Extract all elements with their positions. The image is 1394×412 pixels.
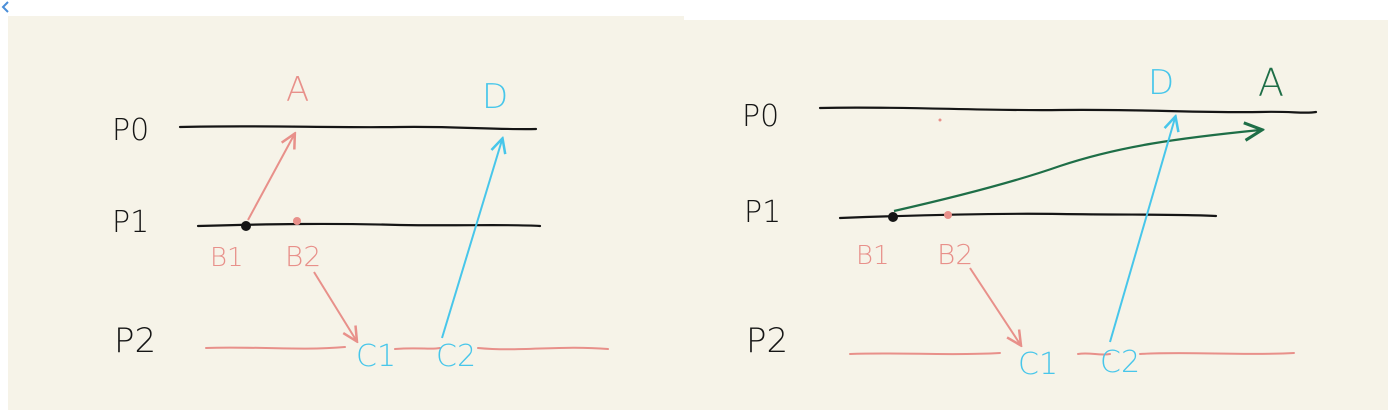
left-p1-timeline <box>196 222 542 228</box>
right-process-label-p2: P2 <box>746 321 788 361</box>
right-message-b1-to-a <box>893 130 1260 213</box>
right-message-b2-to-c1 <box>969 267 1020 344</box>
right-event-label-b1: B1 <box>856 241 890 271</box>
right-event-label-d: D <box>1148 63 1174 103</box>
right-event-label-c1: C1 <box>1018 347 1058 382</box>
left-event-label-c2: C2 <box>436 339 476 374</box>
right-event-b2-dot <box>944 211 952 219</box>
left-diagram: P0 P1 P2 A D B1 B2 C1 C2 <box>112 70 609 374</box>
left-p2-timeline <box>205 346 609 351</box>
right-message-c2-to-d <box>1109 118 1175 343</box>
right-event-b1-dot <box>888 212 898 222</box>
right-p1-timeline <box>838 212 1218 220</box>
right-p0-timeline <box>818 106 1318 114</box>
left-process-label-p1: P1 <box>112 205 149 240</box>
left-message-b1-to-a <box>247 135 294 221</box>
left-event-label-a: A <box>286 70 309 110</box>
left-message-b2-to-c1 <box>313 271 356 340</box>
left-process-label-p2: P2 <box>114 321 156 361</box>
right-event-label-b2: B2 <box>937 238 973 271</box>
left-p0-timeline <box>178 125 538 131</box>
left-process-label-p0: P0 <box>112 113 149 148</box>
left-event-label-b1: B1 <box>210 243 244 273</box>
left-event-label-b2: B2 <box>285 240 321 273</box>
left-event-label-d: D <box>482 77 508 117</box>
right-diagram: P0 P1 P2 D A B1 B2 C1 C2 <box>742 61 1318 382</box>
right-process-label-p1: P1 <box>744 195 781 230</box>
left-event-label-c1: C1 <box>356 339 396 374</box>
left-diagram-panel <box>8 16 684 410</box>
left-event-b2-dot <box>293 217 301 225</box>
right-event-label-a: A <box>1258 61 1284 105</box>
right-event-label-c2: C2 <box>1100 345 1140 380</box>
right-process-label-p0: P0 <box>742 99 779 134</box>
left-event-b1-dot <box>241 221 251 231</box>
left-message-c2-to-d <box>441 140 502 339</box>
right-p0-stray-mark <box>938 118 942 122</box>
corner-chevron-icon[interactable] <box>0 0 10 14</box>
right-p2-timeline <box>849 352 1295 356</box>
right-diagram-panel <box>684 20 1388 410</box>
